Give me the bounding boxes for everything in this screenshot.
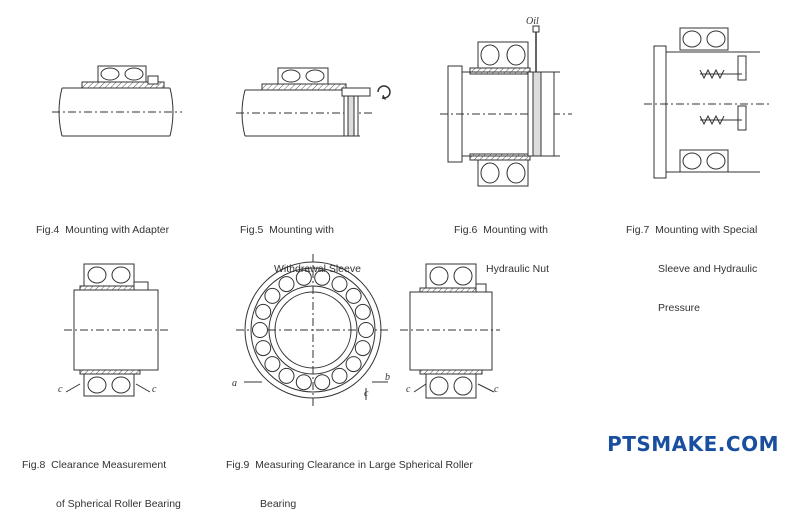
fig4-caption-line-1: Fig.4 Mounting with Adapter — [36, 224, 170, 236]
fig8-drawing — [64, 263, 168, 397]
roller — [345, 356, 362, 373]
fig8-c-right: c — [152, 384, 157, 395]
fig9-c-ring-label: c — [364, 388, 369, 399]
mounting-diagrams-sheet: Oil c c — [52, 16, 770, 406]
fig9-caption-line-1: Fig.9 Measuring Clearance in Large Spher… — [226, 459, 473, 471]
roller — [255, 340, 272, 357]
fig9-caption: Fig.9 Measuring Clearance in Large Spher… — [226, 433, 473, 524]
fig6-caption-line-2: Hydraulic Nut — [486, 263, 550, 275]
roller — [331, 276, 348, 293]
oil-label: Oil — [526, 16, 539, 27]
fig5-caption-line-2: Withdrawal Sleeve — [274, 263, 361, 275]
fig8-caption-line-2: of Spherical Roller Bearing — [56, 498, 181, 510]
fig5-caption-line-1: Fig.5 Mounting with — [240, 224, 334, 236]
fig9-a-label: a — [232, 378, 237, 389]
fig8-caption: Fig.8 Clearance Measurement of Spherical… — [22, 433, 181, 524]
roller — [354, 303, 371, 320]
roller — [278, 367, 295, 384]
ptsmake-watermark: PTSMAKE.COM — [607, 432, 779, 456]
roller — [358, 322, 374, 338]
fig6-drawing — [440, 25, 572, 187]
fig6-caption: Fig.6 Mounting with Hydraulic Nut — [454, 198, 549, 289]
fig9-caption-line-2: Bearing — [260, 498, 297, 510]
fig4-drawing — [52, 65, 182, 137]
roller — [331, 367, 348, 384]
fig8-c-left: c — [58, 384, 63, 395]
roller — [264, 287, 281, 304]
fig7-drawing — [644, 27, 770, 179]
fig9-c-side-left: c — [406, 384, 411, 395]
fig4-caption: Fig.4 Mounting with Adapter — [36, 198, 169, 250]
roller — [278, 276, 295, 293]
fig5-drawing — [236, 67, 391, 137]
fig9-ring-drawing — [236, 254, 390, 406]
fig9-side-drawing — [400, 263, 500, 399]
roller — [354, 340, 371, 357]
roller — [295, 269, 312, 286]
fig7-caption-line-3: Pressure — [658, 302, 701, 314]
fig9-b-label: b — [385, 372, 390, 383]
fig7-caption-line-1: Fig.7 Mounting with Special — [626, 224, 758, 236]
roller — [252, 322, 268, 338]
fig9-rollers — [252, 269, 374, 391]
roller — [314, 374, 331, 391]
roller — [314, 269, 331, 286]
roller — [295, 374, 312, 391]
fig7-caption-line-2: Sleeve and Hydraulic — [658, 263, 758, 275]
fig9-c-side-right: c — [494, 384, 499, 395]
fig6-caption-line-1: Fig.6 Mounting with — [454, 224, 548, 236]
roller — [264, 356, 281, 373]
fig5-caption: Fig.5 Mounting with Withdrawal Sleeve — [240, 198, 361, 289]
fig7-caption: Fig.7 Mounting with Special Sleeve and H… — [626, 198, 757, 328]
roller — [345, 287, 362, 304]
fig8-caption-line-1: Fig.8 Clearance Measurement — [22, 459, 167, 471]
fig9-gauge-lines — [244, 381, 388, 400]
roller — [255, 303, 272, 320]
